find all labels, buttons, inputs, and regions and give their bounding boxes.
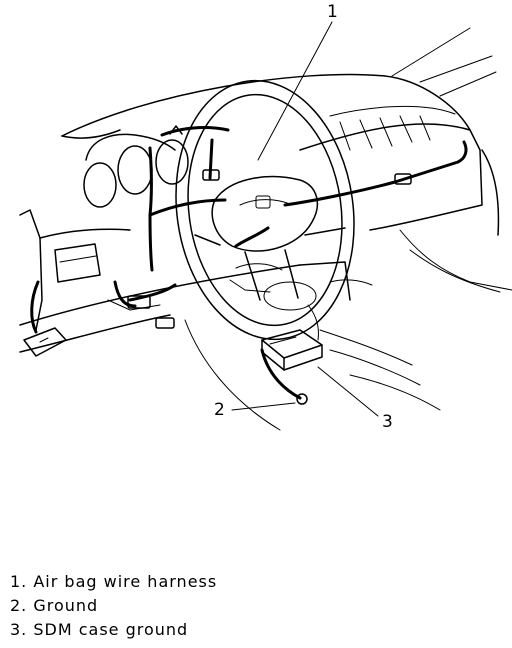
legend-label: Air bag wire harness <box>33 572 218 591</box>
callout-2-label: 2 <box>214 400 225 420</box>
leader-lines <box>231 21 379 417</box>
legend-item-2: 2. Ground <box>10 594 217 618</box>
legend-label: SDM case ground <box>33 620 189 639</box>
steering-wheel <box>175 79 355 341</box>
legend-label: Ground <box>33 596 99 615</box>
legend-number: 1. <box>10 572 28 591</box>
legend-item-3: 3. SDM case ground <box>10 618 217 642</box>
callout-3-label: 3 <box>382 412 393 432</box>
sdm-module <box>260 304 323 405</box>
callout-1-label: 1 <box>327 2 338 22</box>
dashboard-outline <box>19 27 512 431</box>
legend-number: 2. <box>10 596 28 615</box>
legend: 1. Air bag wire harness 2. Ground 3. SDM… <box>10 570 217 642</box>
legend-item-1: 1. Air bag wire harness <box>10 570 217 594</box>
air-bag-wire-harness <box>30 125 468 334</box>
dashboard-airbag-illustration <box>19 21 512 431</box>
legend-number: 3. <box>10 620 28 639</box>
